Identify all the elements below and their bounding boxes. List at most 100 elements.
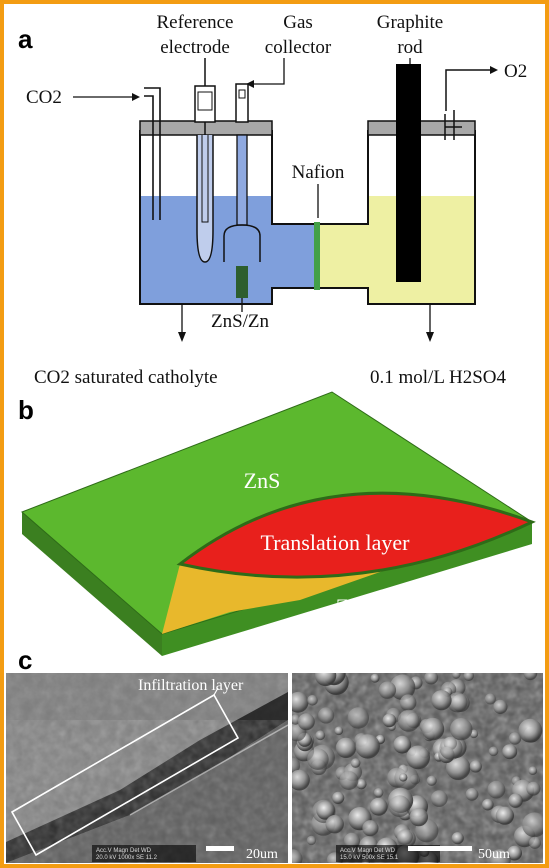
- sem-left-meta-1: Acc.V Magn Det WD: [96, 848, 152, 854]
- label-co2-inlet: CO2: [26, 87, 62, 108]
- sem-particle: [350, 758, 361, 768]
- sem-particle: [332, 791, 345, 805]
- sem-particle: [528, 766, 538, 775]
- sem-image-left: [6, 673, 288, 863]
- o2-arrowhead: [490, 66, 498, 74]
- label-translation-layer: Translation layer: [261, 530, 411, 555]
- sem-particle: [450, 718, 473, 741]
- sem-particle: [508, 793, 523, 808]
- sem-particle: [424, 673, 439, 685]
- infiltration-box: [10, 693, 240, 857]
- label-nafion: Nafion: [292, 162, 345, 183]
- sem-particle: [426, 775, 437, 786]
- sem-particle: [446, 755, 471, 780]
- label-reference-electrode-1: Reference: [157, 12, 234, 33]
- sem-left-meta-2: 20.0 kV 1000x SE 11.2: [96, 855, 158, 861]
- sem-particle: [334, 726, 344, 736]
- panel-b-letter: b: [18, 395, 34, 425]
- sem-particle: [508, 732, 522, 745]
- sem-particle: [430, 790, 448, 807]
- reference-electrode: [194, 58, 216, 263]
- sem-particle: [306, 835, 317, 846]
- label-reference-electrode-2: electrode: [160, 37, 230, 58]
- sem-particle: [388, 795, 411, 818]
- label-gas-collector-2: collector: [265, 37, 332, 58]
- sem-right-meta-2: 15.0 kV 500x SE 15.1: [340, 855, 399, 861]
- sem-particle: [487, 780, 506, 799]
- sem-particle: [526, 781, 541, 796]
- scale-label-right: 50um: [478, 847, 510, 862]
- sem-particle: [489, 849, 511, 863]
- label-o2-outlet: O2: [504, 61, 527, 82]
- sem-particle: [502, 744, 518, 760]
- sem-particle: [463, 673, 474, 681]
- anolyte-liquid: [368, 196, 475, 304]
- sem-particle: [421, 717, 445, 741]
- label-zns: ZnS: [244, 468, 281, 493]
- sem-particle: [397, 709, 420, 732]
- anode-cap: [367, 120, 476, 136]
- sem-particle: [399, 694, 417, 711]
- sem-particle: [452, 673, 461, 679]
- sem-particle: [469, 760, 482, 773]
- sem-particle: [325, 815, 344, 834]
- label-zns-zn: ZnS/Zn: [211, 311, 270, 332]
- label-infiltration-layer: Infiltration layer: [138, 677, 244, 694]
- zns-zn-electrode: [236, 266, 248, 298]
- sem-particle: [393, 735, 412, 754]
- sem-particle: [482, 798, 494, 811]
- sem-particle: [523, 673, 538, 681]
- scale-label-left: 20um: [246, 847, 278, 862]
- sem-particle: [339, 771, 359, 790]
- panel-b: b ZnS Translation layer Zn: [18, 391, 536, 656]
- sem-particle: [522, 812, 543, 838]
- nafion-membrane: [314, 222, 320, 290]
- panel-c-letter: c: [18, 645, 32, 675]
- label-graphite-rod-2: rod: [397, 37, 423, 58]
- panel-a: a Reference electrode Gas collector Grap…: [18, 12, 527, 388]
- anolyte-arrowhead: [426, 332, 434, 342]
- sem-particle: [518, 718, 543, 743]
- sem-particle: [362, 820, 379, 837]
- sem-particle: [356, 779, 367, 790]
- sem-particles: [292, 673, 543, 863]
- panel-a-letter: a: [18, 24, 33, 54]
- sem-particle: [488, 746, 499, 757]
- slab-side-left: [22, 512, 162, 656]
- co2-arrowhead: [132, 93, 140, 101]
- scale-bar-left: [206, 846, 234, 851]
- graphite-rod: [396, 64, 421, 282]
- sem-particle: [314, 673, 337, 687]
- sem-particle: [370, 673, 380, 683]
- sem-particle: [318, 707, 335, 724]
- sem-particle: [465, 788, 479, 801]
- sem-particle: [292, 757, 301, 774]
- sem-image-right: [292, 673, 543, 863]
- label-zn: Zn: [336, 594, 360, 619]
- sem-particle: [493, 699, 508, 715]
- sem-particle: [447, 692, 468, 713]
- sem-particle: [396, 829, 413, 846]
- sem-particle: [451, 832, 464, 845]
- sem-particle: [507, 845, 522, 861]
- sem-particle: [373, 788, 384, 798]
- sem-particle: [307, 748, 329, 770]
- co2-tube-inner: [144, 95, 154, 220]
- sem-particle: [292, 769, 310, 791]
- sem-particle: [307, 695, 318, 706]
- sem-left-meta-bg: [92, 845, 196, 862]
- scale-bar-right: [408, 846, 472, 851]
- sem-particle: [347, 707, 369, 729]
- translation-layer: [176, 491, 536, 579]
- sem-particle: [297, 713, 315, 731]
- sem-particle: [389, 674, 416, 701]
- sem-particle: [382, 713, 397, 728]
- sem-particle: [406, 745, 430, 770]
- label-catholyte: CO2 saturated catholyte: [34, 367, 218, 388]
- channel-catholyte: [272, 224, 317, 288]
- sem-particle: [292, 691, 309, 713]
- sem-particle: [292, 849, 303, 863]
- co2-tube-outer: [144, 87, 161, 220]
- sem-right-meta-1: Acc.V Magn Det WD: [340, 848, 396, 854]
